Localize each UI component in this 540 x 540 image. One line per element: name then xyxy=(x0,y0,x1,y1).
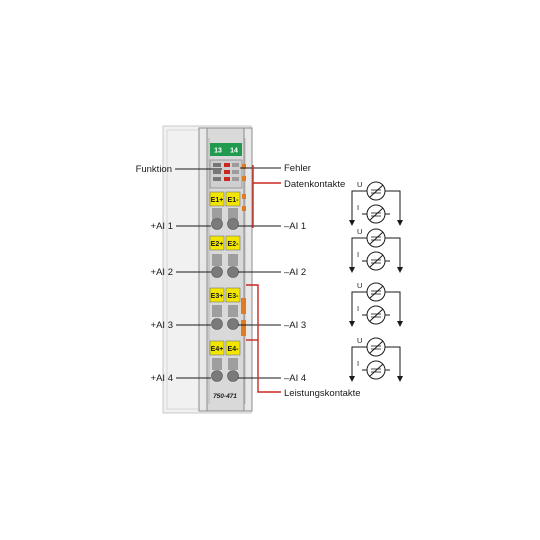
model-number: 750-471 xyxy=(213,393,237,400)
terminal-pair-3: E3+ E3- xyxy=(209,287,241,330)
datenkontakte-callout: Datenkontakte xyxy=(252,165,345,228)
ai2-plus-label: +AI 2 xyxy=(151,267,173,278)
terminal-e4-plus-label: E4+ xyxy=(211,346,224,353)
terminal-e1-minus-label: E1- xyxy=(228,197,240,204)
datenkontakte-label: Datenkontakte xyxy=(284,179,345,190)
circuit-symbol-2: U I xyxy=(349,227,403,273)
voltage-symbol-label: U xyxy=(357,180,362,189)
ai1-minus-label: –AI 1 xyxy=(284,221,306,232)
voltage-symbol-label: U xyxy=(357,281,362,290)
terminal-pair-4: E4+ E4- xyxy=(209,340,241,382)
power-contacts xyxy=(241,298,246,336)
led-13-label: 13 xyxy=(214,148,222,155)
led-block: 13 14 xyxy=(210,143,242,156)
status-indicator-block xyxy=(209,159,243,189)
led-14-label: 14 xyxy=(230,148,238,155)
terminal-pair-2: E2+ E2- xyxy=(209,235,241,278)
led-13 xyxy=(210,143,226,156)
circuit-symbol-4: U I xyxy=(349,336,403,382)
terminal-e2-minus-label: E2- xyxy=(228,241,240,248)
led-14 xyxy=(226,143,242,156)
ai1-plus-label: +AI 1 xyxy=(151,221,173,232)
terminal-e3-plus-label: E3+ xyxy=(211,293,224,300)
terminal-e1-plus-screw xyxy=(211,218,223,230)
current-symbol-label: I xyxy=(357,359,359,368)
funktion-label: Funktion xyxy=(136,164,172,175)
leistungskontakte-label: Leistungskontakte xyxy=(284,388,361,399)
ai2-minus-label: –AI 2 xyxy=(284,267,306,278)
data-contacts xyxy=(242,164,246,211)
terminal-e3-plus-screw xyxy=(211,318,223,330)
ai3-plus-label: +AI 3 xyxy=(151,320,173,331)
voltage-symbol-label: U xyxy=(357,227,362,236)
terminal-e2-plus-label: E2+ xyxy=(211,241,224,248)
terminal-e2-minus-screw xyxy=(227,266,239,278)
voltage-symbol-label: U xyxy=(357,336,362,345)
terminal-e3-minus-label: E3- xyxy=(228,293,240,300)
circuit-symbol-3: U I xyxy=(349,281,403,327)
terminal-e4-minus-screw xyxy=(227,370,239,382)
fehler-label: Fehler xyxy=(284,163,311,174)
terminal-pair-1: E1+ E1- xyxy=(209,191,241,230)
terminal-e4-plus-screw xyxy=(211,370,223,382)
leistungskontakte-callout: Leistungskontakte xyxy=(246,284,361,399)
terminal-e1-plus-label: E1+ xyxy=(211,197,224,204)
circuit-symbol-1: U I xyxy=(349,180,403,226)
terminal-e3-minus-screw xyxy=(227,318,239,330)
current-symbol-label: I xyxy=(357,304,359,313)
ai4-plus-label: +AI 4 xyxy=(151,373,173,384)
ai3-minus-label: –AI 3 xyxy=(284,320,306,331)
current-symbol-label: I xyxy=(357,203,359,212)
terminal-e4-minus-label: E4- xyxy=(228,346,240,353)
terminal-e1-minus-screw xyxy=(227,218,239,230)
right-callouts: Fehler –AI 1 –AI 2 –AI 3 –AI 4 xyxy=(238,163,311,384)
left-callouts: Funktion +AI 1 +AI 2 +AI 3 +AI 4 xyxy=(136,164,222,384)
ai4-minus-label: –AI 4 xyxy=(284,373,306,384)
terminal-e2-plus-screw xyxy=(211,266,223,278)
current-symbol-label: I xyxy=(357,250,359,259)
